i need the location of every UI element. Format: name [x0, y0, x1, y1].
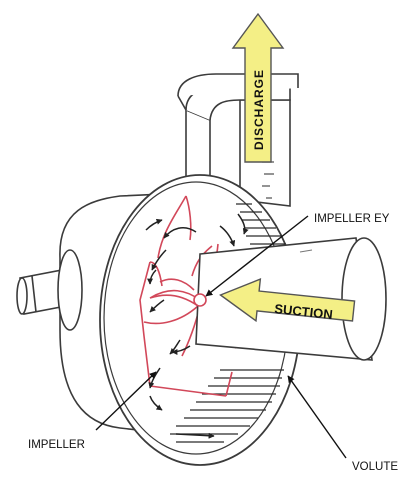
- impeller-eye-label: IMPELLER EY: [314, 213, 390, 225]
- impeller-eye-hub: [194, 294, 206, 306]
- volute-leader: [288, 376, 346, 458]
- discharge-label: DISCHARGE: [252, 69, 266, 150]
- impeller-label: IMPELLER: [28, 439, 85, 451]
- volute-label: VOLUTE: [352, 461, 398, 473]
